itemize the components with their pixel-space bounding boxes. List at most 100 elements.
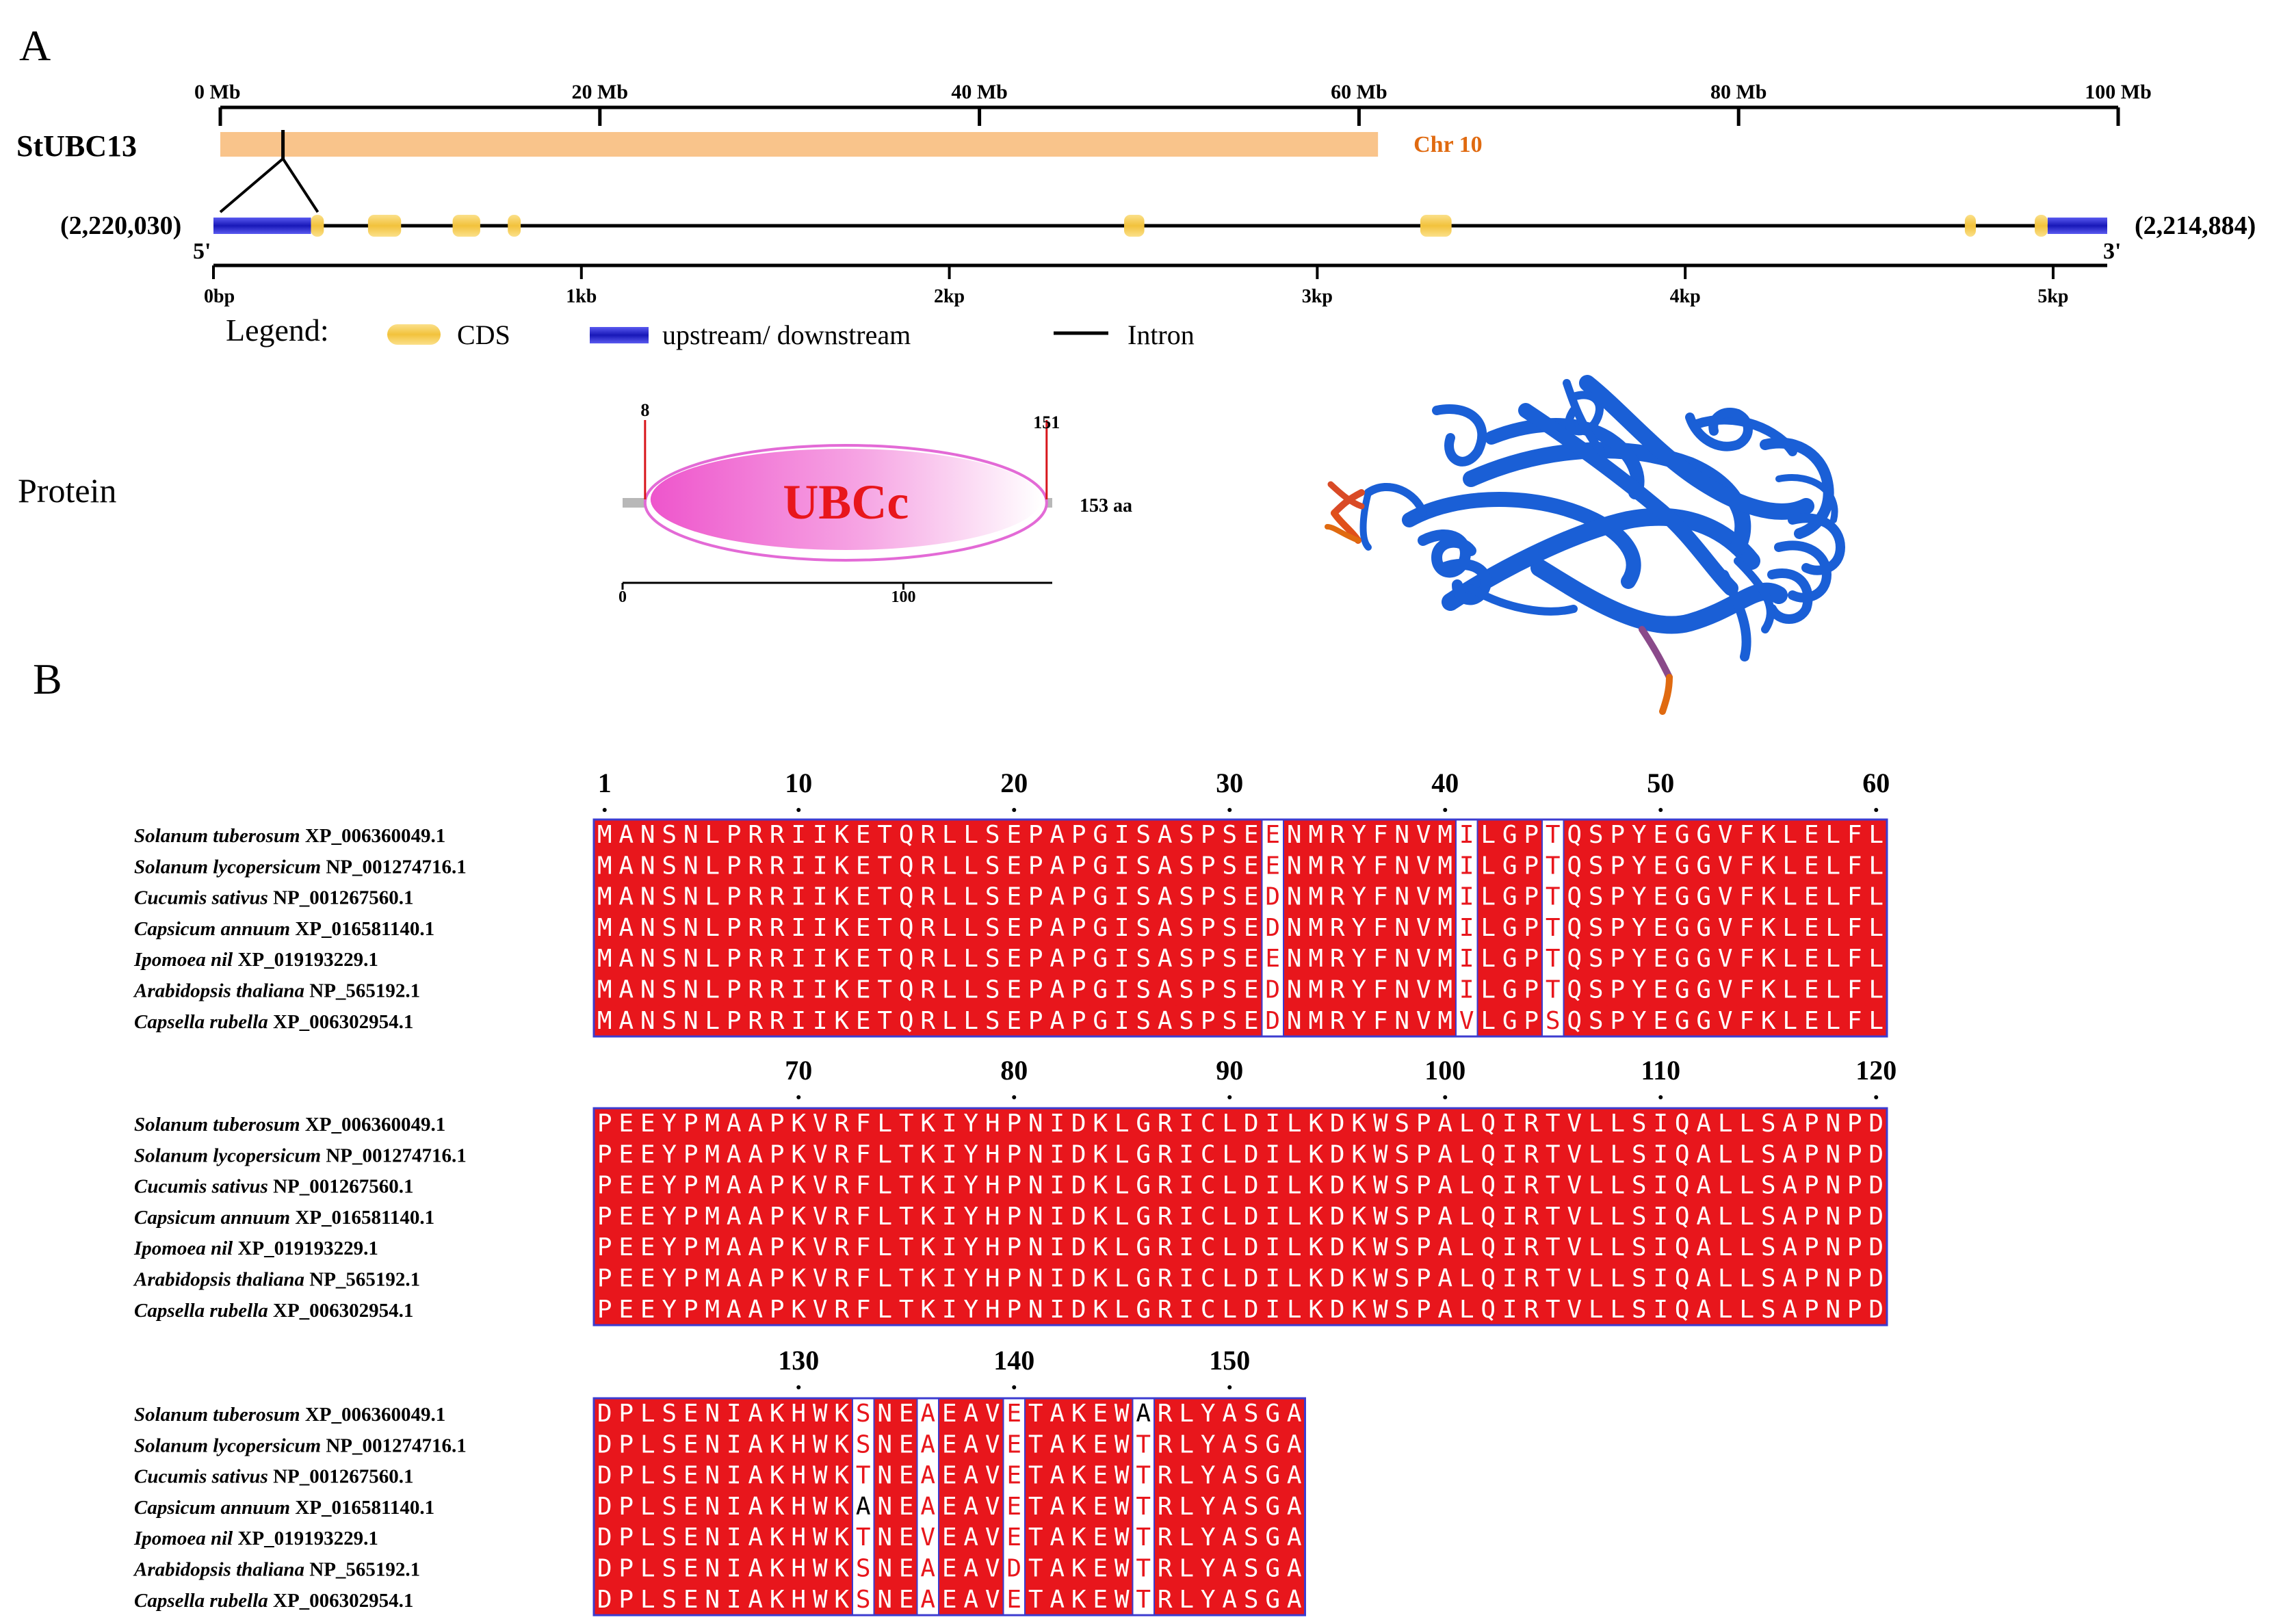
residue: K xyxy=(834,1586,849,1614)
residue: L xyxy=(1459,1140,1474,1168)
residue-background xyxy=(1520,850,1543,882)
residue: A xyxy=(748,1140,763,1168)
residue: L xyxy=(1287,1203,1302,1231)
residue: Y xyxy=(1351,1007,1366,1035)
residue: N xyxy=(705,1555,720,1583)
residue: I xyxy=(791,914,806,942)
residue-background xyxy=(1175,820,1198,851)
residue: T xyxy=(1546,1296,1561,1324)
residue-background xyxy=(1218,820,1241,851)
residue: T xyxy=(1028,1555,1043,1583)
residue: L xyxy=(1115,1110,1130,1138)
residue: A xyxy=(963,1430,978,1458)
residue: E xyxy=(1804,976,1819,1004)
residue-background xyxy=(766,912,789,944)
residue: H xyxy=(985,1140,1000,1168)
residue-background xyxy=(1822,943,1845,975)
residue: I xyxy=(1115,914,1130,942)
residue: S xyxy=(662,1007,677,1035)
residue-background xyxy=(1693,974,1715,1006)
residue: G xyxy=(1265,1400,1280,1428)
residue: E xyxy=(942,1400,957,1428)
residue: L xyxy=(1610,1172,1625,1200)
residue: L xyxy=(1718,1172,1733,1200)
residue-background xyxy=(1693,850,1715,882)
residue-background xyxy=(1370,881,1392,913)
residue-background xyxy=(1628,1005,1651,1037)
residue: L xyxy=(963,1007,978,1035)
residue-background xyxy=(615,943,638,975)
residue: S xyxy=(1222,883,1237,911)
residue: P xyxy=(597,1110,612,1138)
residue: M xyxy=(1308,914,1323,942)
residue-background xyxy=(744,943,767,975)
residue-background xyxy=(1671,820,1694,851)
species-label: Solanum tuberosum XP_006360049.1 xyxy=(134,1114,445,1136)
residue-background xyxy=(680,820,703,851)
residue: S xyxy=(1136,852,1151,880)
residue: I xyxy=(1459,914,1474,942)
residue: M xyxy=(1308,1007,1323,1035)
residue-background xyxy=(637,943,660,975)
residue: L xyxy=(1481,821,1496,849)
residue-background xyxy=(1650,820,1672,851)
residue: Y xyxy=(662,1233,677,1261)
residue: P xyxy=(1071,852,1086,880)
residue-background xyxy=(939,1005,961,1037)
residue: E xyxy=(899,1555,914,1583)
residue: N xyxy=(1028,1296,1043,1324)
residue: S xyxy=(1179,945,1194,973)
residue: I xyxy=(1050,1265,1065,1293)
residue: Q xyxy=(1567,1007,1582,1035)
residue: Q xyxy=(1675,1233,1690,1261)
residue-background xyxy=(874,974,896,1006)
residue: G xyxy=(1136,1233,1151,1261)
residue-background xyxy=(1197,820,1220,851)
residue: E xyxy=(1244,821,1259,849)
residue: E xyxy=(683,1555,699,1583)
cds-exon xyxy=(1964,215,1977,237)
residue: P xyxy=(727,821,742,849)
residue: N xyxy=(1287,945,1302,973)
species-name: Capsicum annuum xyxy=(134,918,295,940)
residue: K xyxy=(920,1110,935,1138)
residue: P xyxy=(1524,945,1539,973)
residue: E xyxy=(640,1233,655,1261)
residue: Y xyxy=(1632,821,1647,849)
residue: Y xyxy=(662,1140,677,1168)
residue: N xyxy=(640,821,655,849)
residue-background xyxy=(831,943,853,975)
residue-background xyxy=(1003,1005,1026,1037)
residue-background xyxy=(917,912,939,944)
residue: G xyxy=(1093,914,1108,942)
residue: E xyxy=(1653,1007,1668,1035)
residue: Y xyxy=(662,1110,677,1138)
residue: E xyxy=(1653,852,1668,880)
residue: V xyxy=(1718,821,1733,849)
residue: A xyxy=(1222,1430,1237,1458)
residue-background xyxy=(1218,850,1241,882)
residue: M xyxy=(1437,914,1452,942)
residue: M xyxy=(1437,883,1452,911)
residue-background xyxy=(658,1005,681,1037)
residue: T xyxy=(1546,1203,1561,1231)
residue: N xyxy=(1394,883,1409,911)
residue: F xyxy=(1373,976,1388,1004)
alignment-position-dot xyxy=(1012,1385,1017,1389)
residue: V xyxy=(1416,1007,1431,1035)
residue: E xyxy=(1093,1400,1108,1428)
residue: G xyxy=(1093,852,1108,880)
residue: F xyxy=(1847,914,1862,942)
residue: I xyxy=(791,852,806,880)
cds-exon xyxy=(508,215,521,237)
residue: K xyxy=(1093,1296,1108,1324)
residue-background xyxy=(615,1005,638,1037)
residue: A xyxy=(1050,1586,1065,1614)
residue-background xyxy=(1758,943,1780,975)
species-label: Cucumis sativus NP_001267560.1 xyxy=(134,887,413,909)
residue: D xyxy=(1071,1233,1086,1261)
residue: L xyxy=(1287,1172,1302,1200)
residue: M xyxy=(597,1007,612,1035)
residue-background xyxy=(1218,1005,1241,1037)
residue-background xyxy=(658,881,681,913)
